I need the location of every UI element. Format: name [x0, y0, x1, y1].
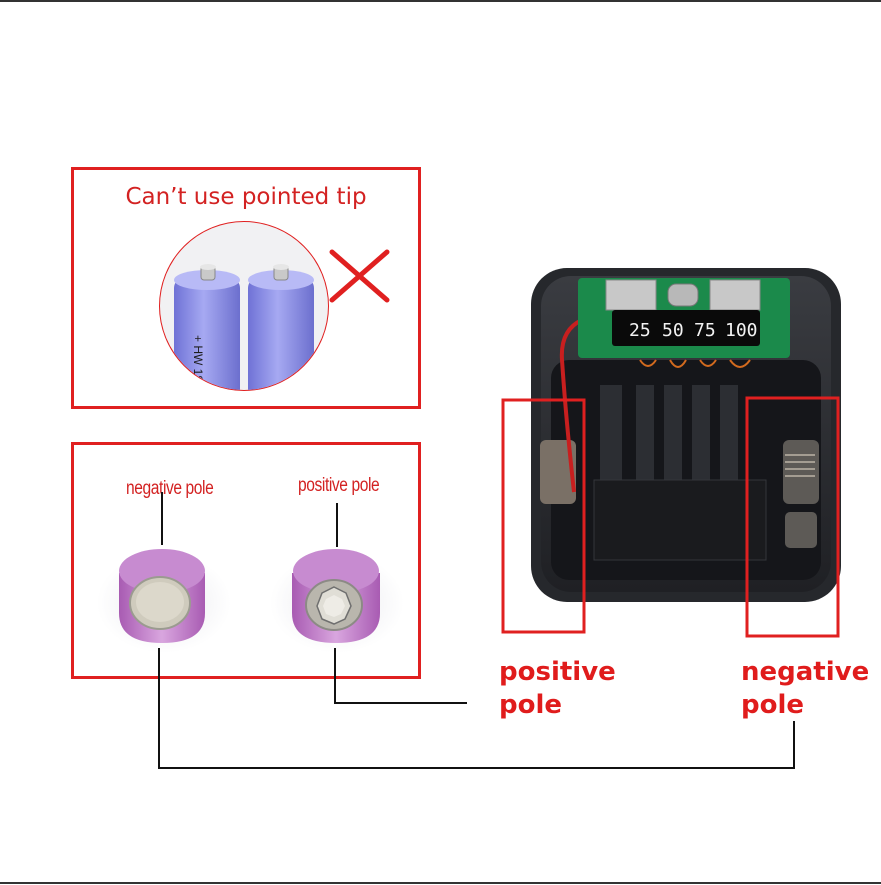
- usbc-port: [667, 283, 699, 307]
- negative-pole-label: negative pole: [741, 657, 870, 720]
- cross-icon: [329, 249, 390, 303]
- warning-panel: Can’t use pointed tip + HW 186: [71, 167, 421, 409]
- cell-end-illustrations: [97, 492, 404, 653]
- display-75: 75: [694, 320, 716, 341]
- display-25: 25: [629, 320, 651, 341]
- negative-compartment-box: [745, 396, 840, 638]
- cell-poles-panel: negative pole positive pole: [71, 442, 421, 679]
- spring-contacts: [540, 440, 819, 548]
- positive-pole-small-label: positive pole: [298, 475, 380, 496]
- display-50: 50: [662, 320, 684, 341]
- top-border-line: [0, 0, 881, 2]
- pointed-tip-illustration: + HW 186: [159, 221, 390, 391]
- negative-cell: [97, 549, 231, 653]
- warning-title: Can’t use pointed tip: [125, 184, 367, 210]
- negative-pole-small-label: negative pole: [126, 478, 214, 499]
- bottom-border-line: [0, 882, 881, 884]
- positive-cell: [270, 549, 404, 653]
- positive-pole-label: positive pole: [499, 657, 616, 720]
- usb-port-left: [605, 279, 657, 311]
- display-100: 100: [725, 320, 758, 341]
- usb-port-right: [709, 279, 761, 311]
- led-display: [612, 310, 760, 346]
- positive-compartment-box: [501, 398, 586, 634]
